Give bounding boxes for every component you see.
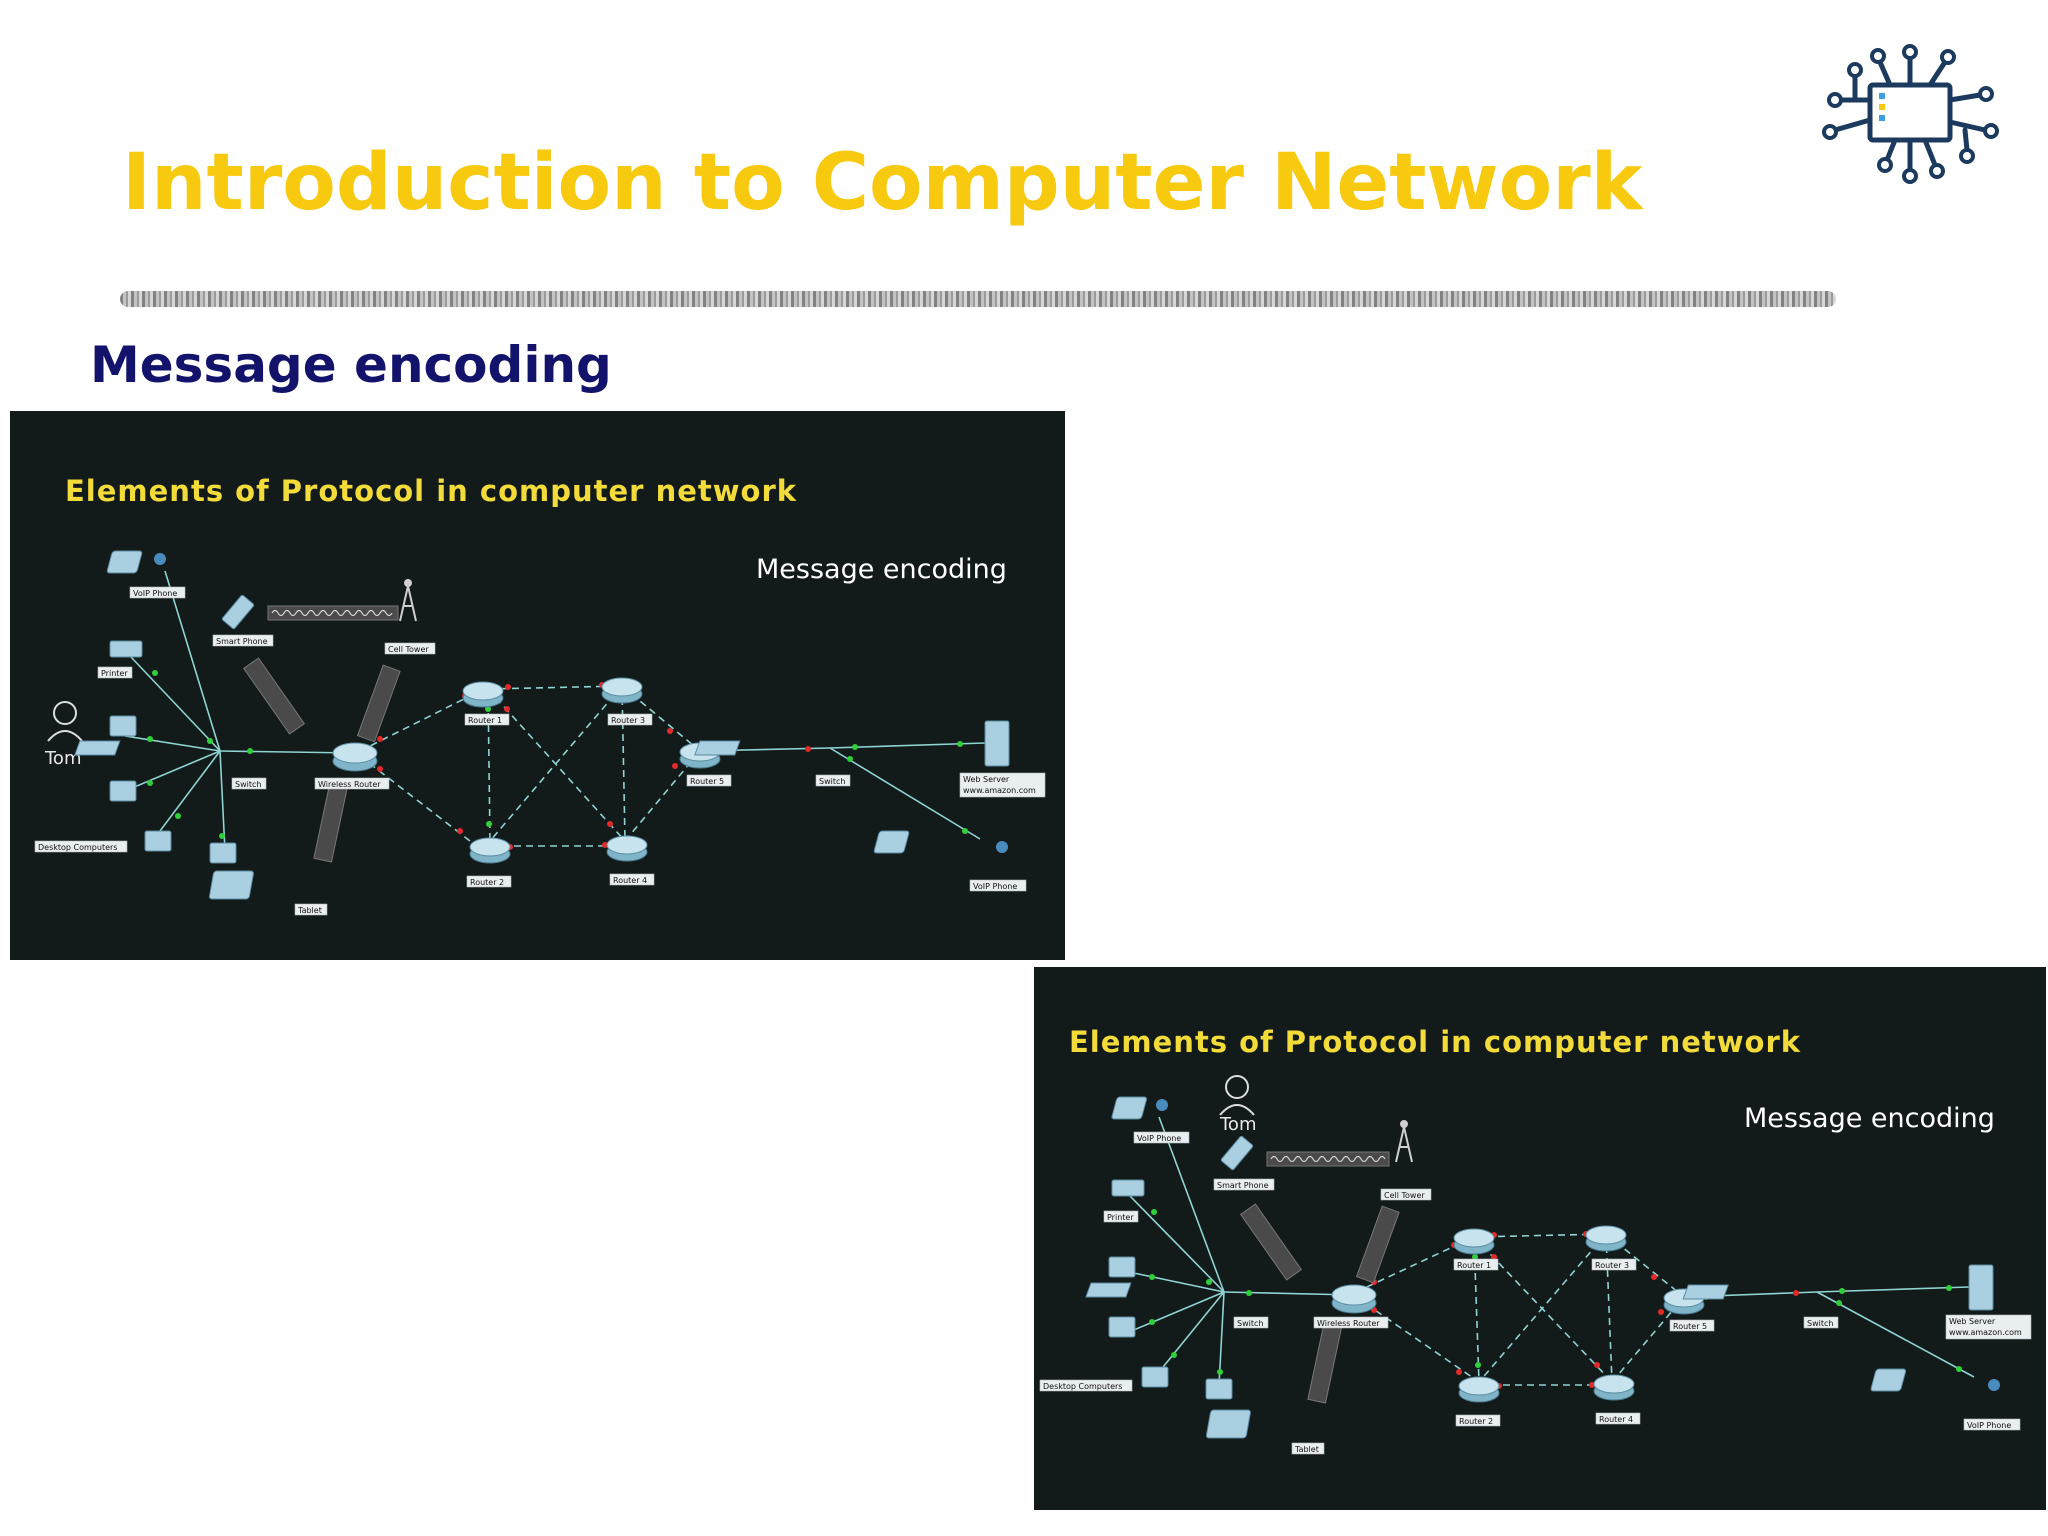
label-switch-right: Switch [819,777,845,786]
router-icons [1453,1225,1705,1403]
label-voip-phone: VoIP Phone [133,589,177,598]
label-voip-phone: VoIP Phone [1137,1134,1181,1143]
figure-title: Elements of Protocol in computer network [65,474,797,508]
label-router-5: Router 5 [1673,1322,1707,1331]
circuit-monitor-icon [1795,0,2025,240]
slide-title: Introduction to Computer Network [122,138,1643,228]
printer-icon [109,640,143,658]
tablet-icon [1205,1409,1251,1439]
label-wireless-router: Wireless Router [1317,1319,1380,1328]
switch-icon [1085,1282,1132,1298]
label-desktop-computers: Desktop Computers [1043,1382,1122,1391]
label-web-server: Web Server [963,775,1010,784]
title-divider [120,291,1836,307]
figure-title: Elements of Protocol in computer network [1069,1025,1801,1059]
user-name: Tom [44,748,81,769]
voip-phone-icon [106,550,166,574]
label-web-server-url: www.amazon.com [1949,1328,2022,1337]
web-server-icon [1968,1264,1994,1311]
label-printer: Printer [101,669,128,678]
label-router-5: Router 5 [690,777,724,786]
label-tablet: Tablet [297,906,322,915]
label-smart-phone: Smart Phone [216,637,268,646]
label-wireless-router: Wireless Router [318,780,381,789]
printer-icon [1111,1179,1145,1197]
label-router-1: Router 1 [468,716,502,725]
label-switch: Switch [1237,1319,1263,1328]
label-voip-phone-right: VoIP Phone [1967,1421,2011,1430]
smart-phone-icon [221,594,255,630]
desktop-computer-icons [1108,1256,1233,1400]
network-diagram-screenshot-2: Elements of Protocol in computer network… [1034,967,2046,1510]
label-smart-phone: Smart Phone [1217,1181,1269,1190]
label-router-2: Router 2 [1459,1417,1493,1426]
voip-phone-icon [1111,1096,1168,1120]
desktop-computer-icons [109,715,237,864]
web-server-icon [984,720,1010,767]
wireless-signals [242,605,401,863]
label-router-4: Router 4 [1599,1415,1633,1424]
label-web-server-url: www.amazon.com [963,786,1036,795]
label-cell-tower: Cell Tower [1384,1191,1425,1200]
label-router-4: Router 4 [613,876,647,885]
section-heading: Message encoding [90,336,612,394]
label-router-2: Router 2 [470,878,504,887]
switch-icon [74,740,121,756]
figure-subtitle: Message encoding [1744,1103,1995,1134]
switch-icon [1682,1284,1729,1300]
label-printer: Printer [1107,1213,1134,1222]
network-diagram-screenshot-1: Elements of Protocol in computer network… [10,411,1065,960]
label-cell-tower: Cell Tower [388,645,429,654]
cell-tower-icon [1395,1120,1413,1163]
label-voip-phone-right: VoIP Phone [973,882,1017,891]
user-name: Tom [1219,1114,1256,1135]
link-status-dots [147,588,968,850]
figure-subtitle: Message encoding [756,554,1007,585]
wireless-router-icon [332,742,378,772]
wireless-router-icon [1331,1284,1377,1314]
voip-phone-icon [1870,1368,2000,1392]
tablet-icon [208,870,254,900]
label-web-server: Web Server [1949,1317,1996,1326]
label-router-1: Router 1 [1457,1261,1491,1270]
voip-phone-icon [873,830,1008,854]
label-router-3: Router 3 [1595,1261,1629,1270]
wireless-signals [1239,1151,1400,1404]
label-desktop-computers: Desktop Computers [38,843,117,852]
user-avatar-icon [47,701,83,742]
user-avatar-icon [1219,1075,1255,1116]
smart-phone-icon [1220,1135,1254,1171]
switch-icon [694,740,741,756]
label-switch-right: Switch [1807,1319,1833,1328]
label-tablet: Tablet [1294,1445,1319,1454]
cell-tower-icon [399,579,417,622]
label-switch: Switch [235,780,261,789]
label-router-3: Router 3 [611,716,645,725]
